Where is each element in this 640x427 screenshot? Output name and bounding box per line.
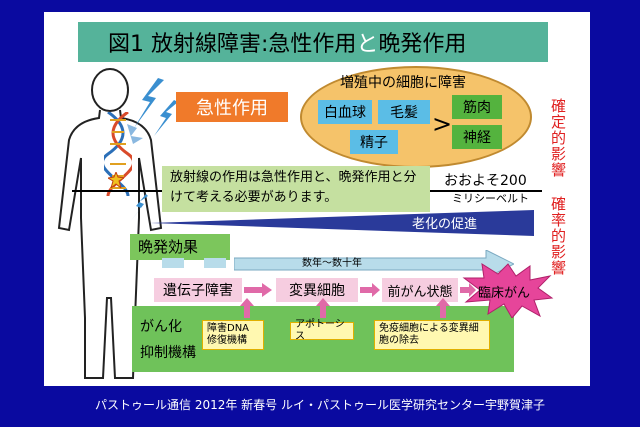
late-effect-band — [130, 234, 230, 260]
note-dna-repair: 障害DNA 修復機構 — [202, 320, 264, 350]
greater-than-symbol: > — [432, 110, 453, 138]
suppression-label-line2: 抑制機構 — [140, 345, 196, 361]
clinical-cancer-burst-icon — [462, 263, 554, 318]
cell-white-blood: 白血球 — [318, 100, 372, 124]
acute-effect-label: 急性作用 — [176, 92, 288, 122]
cell-sperm: 精子 — [350, 130, 398, 154]
page-title: 図1 放射線障害:急性作用と晩発作用 — [108, 26, 466, 58]
radiation-bolt-top — [127, 124, 143, 144]
chain-arrow-1 — [244, 283, 272, 297]
oval-title: 増殖中の細胞に障害 — [340, 75, 466, 91]
chain-precancer: 前がん状態 — [382, 278, 458, 302]
threshold-unit: ミリシーベルト — [452, 192, 529, 205]
aging-label: 老化の促進 — [412, 217, 478, 232]
note-immune-removal: 免疫細胞による変異細胞の除去 — [374, 320, 490, 350]
title-prefix: 図1 放射線障害:急性作用 — [108, 32, 357, 57]
title-band — [78, 22, 548, 62]
cell-hair: 毛髪 — [378, 100, 430, 124]
chain-mutant-cell: 変異細胞 — [276, 278, 358, 302]
chain-arrow-2 — [360, 283, 380, 297]
suppression-label-line1: がん化 — [140, 319, 182, 335]
aging-wedge — [150, 210, 534, 236]
up-arrow-3 — [436, 298, 450, 318]
up-arrow-1 — [240, 298, 254, 318]
note-apoptosis: アポトーシス — [290, 319, 354, 342]
human-figure — [57, 68, 163, 379]
footer-credit: パストゥール通信 2012年 新春号 ルイ・パストゥール医学研究センター宇野賀津… — [95, 398, 545, 412]
chain-arrow-3 — [460, 283, 476, 297]
up-arrow-2 — [316, 298, 330, 318]
cell-nerve: 神経 — [452, 125, 502, 149]
timeline-dash-2 — [204, 258, 226, 268]
stochastic-effect-label: 確率的影響 — [549, 196, 567, 276]
radiation-bolt-icon — [130, 194, 148, 222]
title-suffix: 晩発作用 — [378, 32, 467, 57]
timeline-arrow — [234, 250, 514, 278]
timeline-dash-1 — [162, 258, 184, 268]
title-connector: と — [356, 32, 379, 57]
late-effect-label: 晩発効果 — [138, 238, 199, 256]
threshold-value: おおよそ200 — [444, 173, 527, 189]
timeline-duration: 数年〜数十年 — [302, 258, 362, 269]
radiation-bolt-icon — [134, 78, 164, 128]
clinical-cancer-label: 臨床がん — [478, 286, 531, 301]
chain-gene-damage: 遺伝子障害 — [154, 278, 242, 302]
cell-muscle: 筋肉 — [452, 95, 502, 119]
deterministic-effect-label: 確定的影響 — [549, 98, 567, 178]
radiation-bolt-icon — [154, 100, 178, 136]
damage-burst-icon — [108, 172, 124, 188]
statement-box: 放射線の作用は急性作用と、晩発作用と分けて考える必要があります。 — [162, 166, 430, 212]
